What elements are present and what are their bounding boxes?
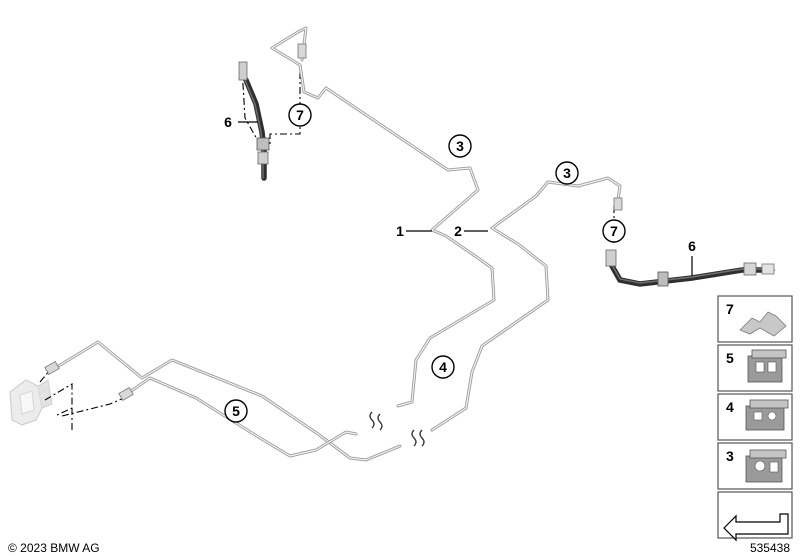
callout-7-left-text: 7 [296, 107, 304, 123]
brake-hose-right [605, 249, 775, 287]
legend-panel-3-number: 3 [726, 448, 734, 464]
callout-7-right-text: 7 [610, 223, 618, 239]
legend-panel-4: 4 [717, 393, 793, 441]
pipe-line-1 [270, 26, 496, 408]
callout-4-text: 4 [439, 359, 447, 375]
arrow-icon [723, 513, 789, 542]
label-2: 2 [454, 223, 462, 239]
pipe-line-5 [50, 340, 402, 462]
callout-5-text: 5 [232, 403, 240, 419]
leader-lines [238, 121, 693, 276]
label-6-left: 6 [224, 114, 232, 130]
bracket-part [9, 379, 53, 426]
callout-3-top: 3 [448, 134, 472, 158]
legend-panel-4-number: 4 [726, 399, 734, 415]
copyright-text: © 2023 BMW AG [8, 541, 100, 555]
label-1: 1 [396, 223, 404, 239]
dashed-lines [39, 67, 615, 430]
callout-4: 4 [431, 355, 455, 379]
pipe-line-2 [430, 176, 622, 432]
legend-panel-5-number: 5 [726, 350, 734, 366]
callout-3-top-text: 3 [456, 138, 464, 154]
diagram-number: 535438 [750, 541, 790, 555]
break-symbols [369, 411, 425, 447]
label-6-right: 6 [688, 238, 696, 254]
brake-hose-left [238, 61, 270, 181]
legend-panel-7: 7 [717, 295, 793, 343]
callout-3-right-text: 3 [563, 165, 571, 181]
legend-panel-3: 3 [717, 442, 793, 490]
callout-5: 5 [224, 399, 248, 423]
legend-panel-arrow [717, 491, 793, 542]
callout-7-right: 7 [602, 219, 626, 243]
legend-panel-7-number: 7 [726, 301, 734, 317]
fittings [44, 43, 623, 402]
legend-panel-5: 5 [717, 344, 793, 392]
callout-3-right: 3 [555, 161, 579, 185]
callout-7-left: 7 [288, 103, 312, 127]
